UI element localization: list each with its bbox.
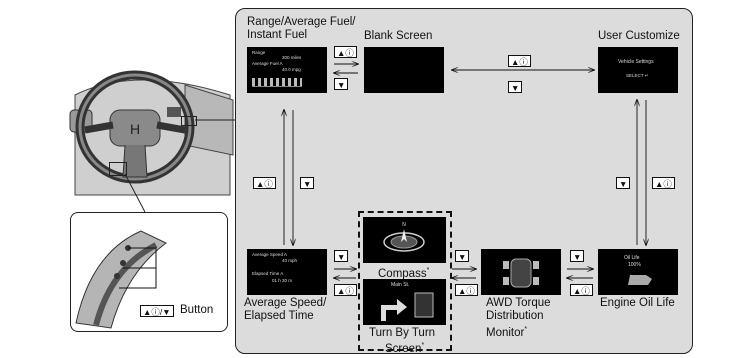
user-customize-screen: Vehicle Settings SELECT ↵ xyxy=(598,47,678,93)
awd-vehicle-icon xyxy=(503,258,539,288)
range-fuel-screen: Range 300 miles Average Fuel A 40.0 mpg xyxy=(247,47,327,93)
svg-text:H: H xyxy=(130,121,140,137)
awd-to-oil-button: ▼ xyxy=(570,250,585,262)
compass-screen: N xyxy=(363,217,446,263)
blank-screen xyxy=(364,47,444,93)
compass-label-text: Compass xyxy=(378,267,427,280)
turn-asterisk: * xyxy=(421,342,425,349)
user-to-blank-button: ▼ xyxy=(508,81,523,93)
blank-to-user-button: ▲ⓘ xyxy=(508,55,531,67)
avg-speed-line4: 01 h 30 m xyxy=(272,278,293,283)
turn-by-turn-screen: Main St. xyxy=(363,279,446,325)
steering-wheel-illustration: H xyxy=(69,70,234,196)
range-screen-line4: 40.0 mpg xyxy=(282,67,301,72)
range-to-blank-button: ▲ⓘ xyxy=(334,46,357,58)
turn-arrow-icon xyxy=(381,292,434,321)
callout-box-steering-switch xyxy=(109,162,127,176)
turn-label-text: Screen xyxy=(385,342,422,355)
range-fuel-label-line1: Range/Average Fuel/ xyxy=(247,16,356,28)
optional-screens-group xyxy=(358,211,452,351)
avg-to-compass-button: ▼ xyxy=(334,250,349,262)
awd-label-text: Monitor xyxy=(486,326,525,339)
range-screen-line1: Range xyxy=(252,50,266,55)
svg-text:N: N xyxy=(402,222,406,228)
compass-to-awd-button: ▼ xyxy=(455,250,470,262)
compass-icon: N xyxy=(383,222,425,252)
steering-switch-icon xyxy=(75,230,167,329)
range-to-avg-button: ▼ xyxy=(300,177,315,189)
compass-asterisk: * xyxy=(426,267,430,274)
awd-label-line1: AWD Torque xyxy=(486,297,551,309)
avg-speed-line3: Elapsed Time A xyxy=(252,271,284,276)
turn-screen-street: Main St. xyxy=(391,282,410,288)
avg-to-range-button: ▲ⓘ xyxy=(253,177,276,189)
oil-to-user-down-button: ▼ xyxy=(616,177,631,189)
engine-oil-label: Engine Oil Life xyxy=(600,297,675,309)
awd-asterisk: * xyxy=(524,326,528,333)
user-customize-label: User Customize xyxy=(598,30,680,42)
awd-torque-screen xyxy=(481,249,561,295)
turn-by-turn-label-line1: Turn By Turn xyxy=(369,327,436,339)
fuel-bar-graph xyxy=(252,78,302,87)
range-screen-line3: Average Fuel A xyxy=(252,61,283,66)
engine-oil-screen: Oil Life 100% xyxy=(598,249,678,295)
user-customize-line2: SELECT ↵ xyxy=(626,73,649,78)
range-fuel-label-line2: Instant Fuel xyxy=(247,29,308,41)
button-label: Button xyxy=(180,304,214,316)
average-speed-label-line1: Average Speed/ xyxy=(244,297,327,309)
legend-button-up-info-down: ▲ⓘ/▼ xyxy=(140,305,174,317)
oil-to-awd-button: ▲ⓘ xyxy=(570,284,593,296)
oil-line1: Oil Life xyxy=(624,255,640,261)
average-speed-label-line2: Elapsed Time xyxy=(244,310,314,322)
oil-can-icon xyxy=(628,275,652,285)
user-customize-line1: Vehicle Settings xyxy=(618,59,654,65)
awd-to-compass-button: ▲ⓘ xyxy=(455,284,478,296)
user-to-oil-button: ▲ⓘ xyxy=(652,177,675,189)
avg-speed-line2: 40 mph xyxy=(282,258,298,263)
compass-to-avg-button: ▲ⓘ xyxy=(334,284,357,296)
turn-by-turn-label-line2: Screen* xyxy=(385,339,424,356)
avg-speed-line1: Average Speed A xyxy=(252,252,287,257)
oil-line2: 100% xyxy=(628,262,641,268)
awd-label-line3: Monitor* xyxy=(486,323,527,340)
compass-label: Compass* xyxy=(378,264,429,281)
awd-label-line2: Distribution xyxy=(486,310,544,322)
callout-box-display xyxy=(181,116,197,126)
range-screen-line2: 300 miles xyxy=(282,55,302,60)
blank-screen-label: Blank Screen xyxy=(364,30,433,42)
blank-to-range-button: ▼ xyxy=(334,78,349,90)
average-speed-screen: Average Speed A 40 mph Elapsed Time A 01… xyxy=(247,249,327,295)
